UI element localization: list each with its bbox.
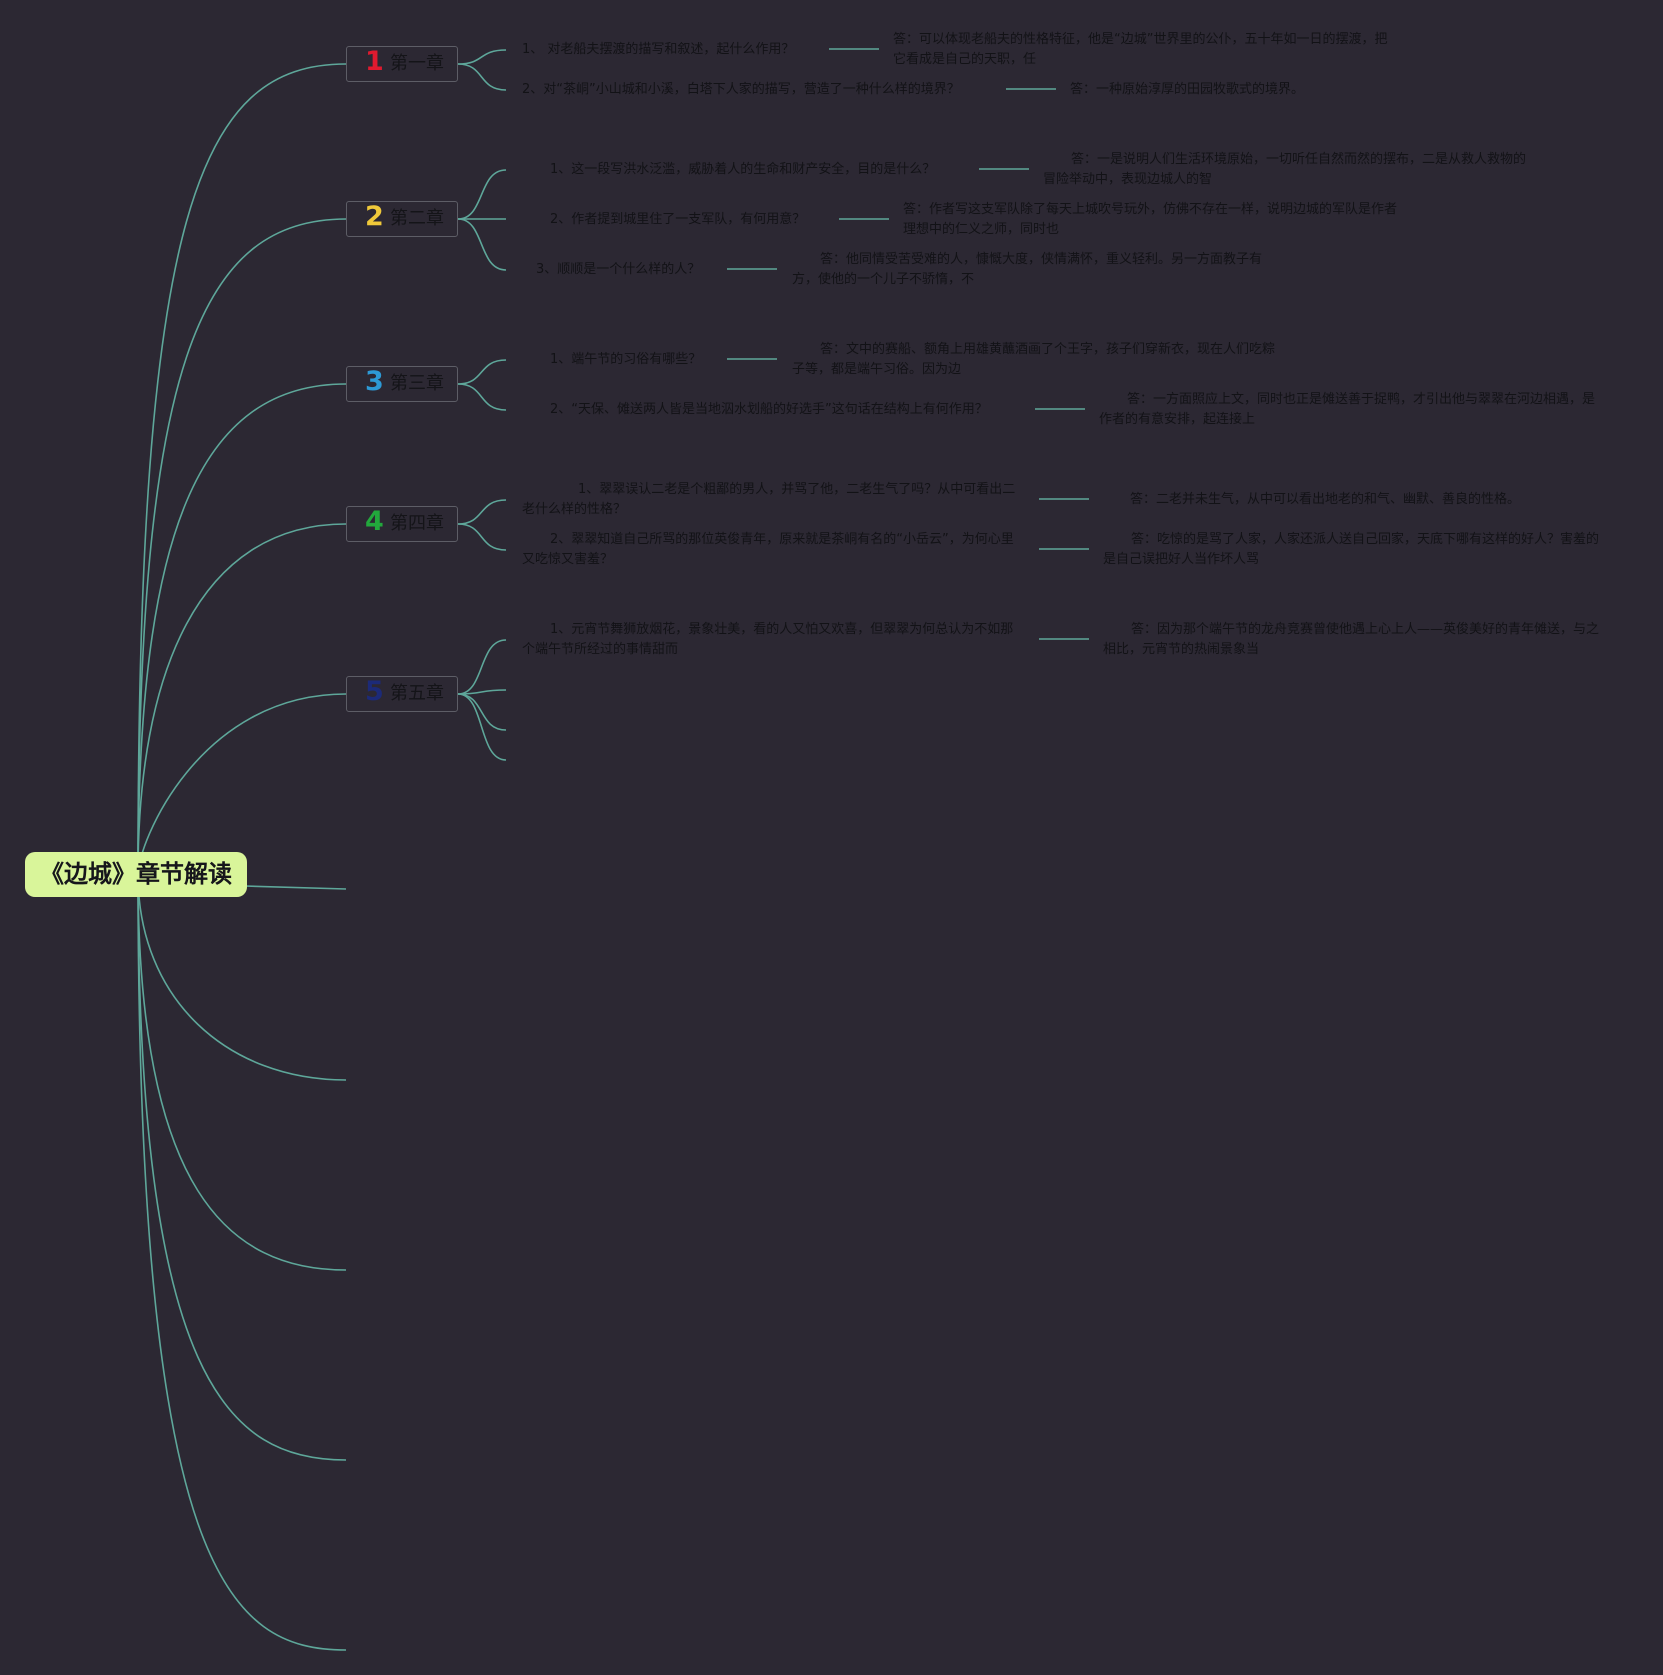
chapter-4-label: 第四章 [390,513,444,534]
answer-node[interactable]: 答：吃惊的是骂了人家，人家还派人送自己回家，天底下哪有这样的好人？害羞的是自己误… [1103,532,1600,567]
chapter-5-label: 第五章 [390,683,444,704]
answer-node[interactable]: 答：一方面照应上文，同时也正是傩送善于捉鸭，才引出他与翠翠在河边相遇，是作者的有… [1099,392,1596,427]
chapter-5-node[interactable]: 5 第五章 [346,676,458,712]
question-node[interactable]: 1、这一段写洪水泛滥，威胁着人的生命和财产安全，目的是什么？ [550,162,936,177]
chapter-3-branch-edge [457,383,507,411]
question-node[interactable]: 2、翠翠知道自己所骂的那位英俊青年，原来就是茶峒有名的“小岳云”，为何心里又吃惊… [522,532,1014,567]
chapter-1-node[interactable]: 1 第一章 [346,46,458,82]
chapter-1-number: 1 [365,46,384,77]
chapter-1-branch-edge [457,63,507,91]
chapter-2-branch-edge [457,218,507,271]
question-node[interactable]: 2、作者提到城里住了一支军队，有何用意？ [550,212,806,227]
question-node[interactable]: 1、翠翠误认二老是个粗鄙的男人，并骂了他，二老生气了吗？从中可看出二老什么样的性… [522,482,1016,517]
chapter-2-number: 2 [365,201,384,232]
chapter-5-branch-edge [457,639,507,695]
chapter-2-label: 第二章 [390,208,444,229]
root-empty-branch-edge [137,873,347,1651]
chapter-3-branch-edge [457,359,507,385]
answer-node[interactable]: 答：文中的赛船、额角上用雄黄蘸酒画了个王字，孩子们穿新衣，现在人们吃粽子等，都是… [792,342,1276,377]
chapter-1-branch-edge [457,49,507,65]
chapter-2-node[interactable]: 2 第二章 [346,201,458,237]
question-node[interactable]: 2、对“茶峒”小山城和小溪，白塔下人家的描写，营造了一种什么样的境界？ [522,82,960,97]
root-empty-branch-edge [137,873,347,1081]
answer-node[interactable]: 答：一种原始淳厚的田园牧歌式的境界。 [1070,82,1305,97]
root-to-chapter-3-edge [137,383,347,875]
root-to-chapter-4-edge [137,523,347,875]
answer-node[interactable]: 答：二老并未生气，从中可以看出地老的和气、幽默、善良的性格。 [1130,492,1521,507]
root-topic[interactable]: 《边城》章节解读 [25,852,247,897]
root-to-chapter-2-edge [137,218,347,875]
answer-node[interactable]: 答：作者写这支军队除了每天上城吹号玩外，仿佛不存在一样，说明边城的军队是作者理想… [903,202,1398,237]
chapter-5-number: 5 [365,676,384,707]
answer-node[interactable]: 答：他同情受苦受难的人，慷慨大度，侠情满怀，重义轻利。另一方面教子有方，使他的一… [792,252,1263,287]
question-node[interactable]: 3、顺顺是一个什么样的人？ [536,262,701,277]
root-empty-branch-edge [137,873,347,1461]
chapter-5-branch-edge [457,693,507,761]
chapter-5-branch-edge [457,693,507,731]
chapter-4-branch-edge [457,523,507,551]
chapter-4-branch-edge [457,499,507,525]
chapter-3-label: 第三章 [390,373,444,394]
chapter-1-label: 第一章 [390,53,444,74]
root-branch-edge [244,885,347,890]
root-empty-branch-edge [137,873,347,1271]
root-to-chapter-1-edge [137,63,347,875]
question-node[interactable]: 1、 对老船夫摆渡的描写和叙述，起什么作用？ [522,42,795,57]
chapter-2-branch-edge [457,169,507,220]
question-node[interactable]: 2、“天保、傩送两人皆是当地泅水划船的好选手”这句话在结构上有何作用？ [550,402,988,417]
chapter-4-node[interactable]: 4 第四章 [346,506,458,542]
root-to-chapter-5-edge [137,693,347,875]
question-node[interactable]: 1、端午节的习俗有哪些？ [550,352,702,367]
answer-node[interactable]: 答：一是说明人们生活环境原始，一切听任自然而然的摆布，二是从救人救物的冒险举动中… [1043,152,1527,187]
chapter-4-number: 4 [365,506,384,537]
answer-node[interactable]: 答：因为那个端午节的龙舟竞赛曾使他遇上心上人——英俊美好的青年傩送，与之相比，元… [1103,622,1600,657]
chapter-3-number: 3 [365,366,384,397]
chapter-3-node[interactable]: 3 第三章 [346,366,458,402]
answer-node[interactable]: 答：可以体现老船夫的性格特征，他是“边城”世界里的公仆，五十年如一日的摆渡，把它… [893,32,1388,67]
question-node[interactable]: 1、元宵节舞狮放烟花，景象壮美，看的人又怕又欢喜，但翠翠为何总认为不如那个端午节… [522,622,1014,657]
